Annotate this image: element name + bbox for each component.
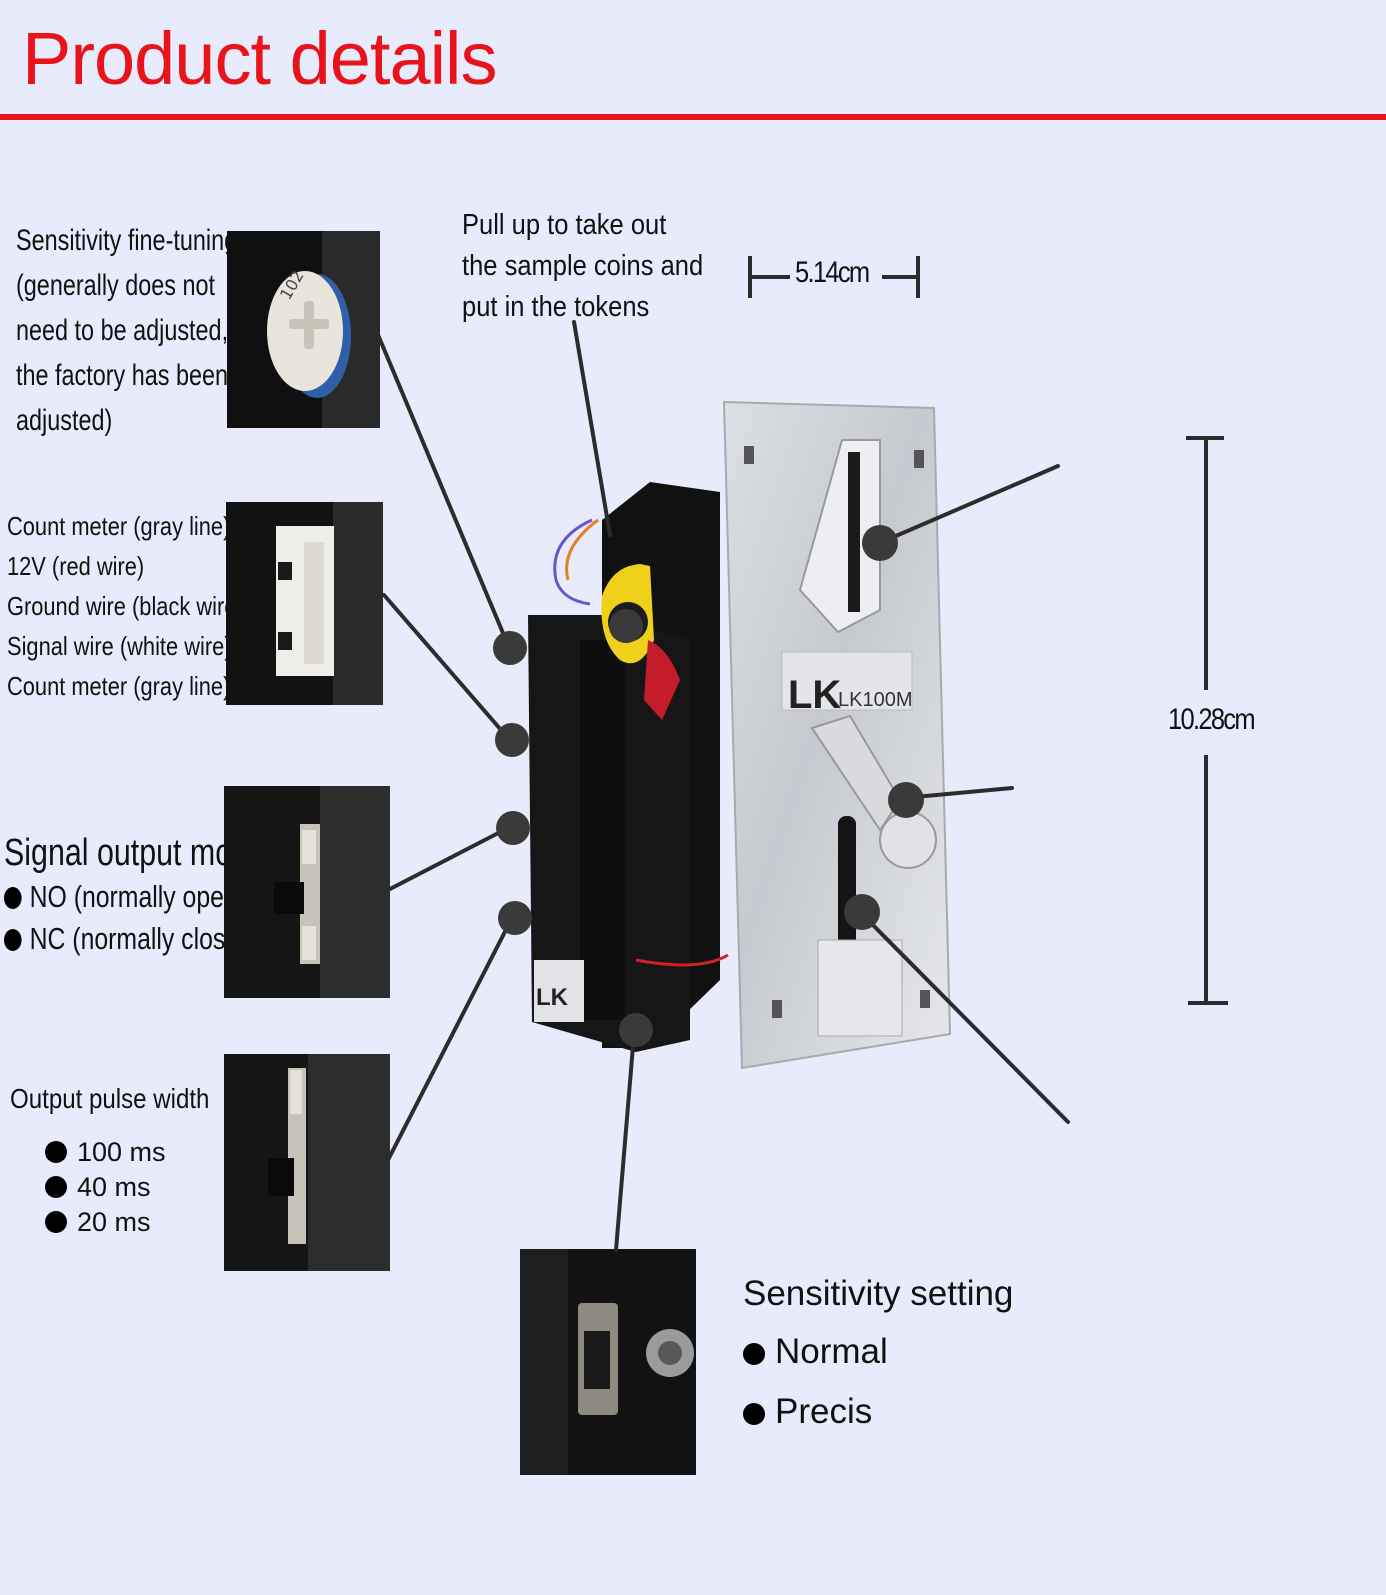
connector-illustration <box>226 502 383 705</box>
width-dimension-label: 5.14cm <box>795 256 870 289</box>
callout-dot-wiring <box>495 723 529 757</box>
callout-dot-sensitivity <box>619 1013 653 1047</box>
height-dimension-label: 10.28cm <box>1168 703 1256 736</box>
signal-switch-photo <box>224 786 390 998</box>
sensitivity-option-normal: Normal <box>743 1330 1013 1374</box>
pulse-option-100: 100 ms <box>45 1135 166 1170</box>
leader-line-signal <box>386 826 510 892</box>
pull-up-line-2: the sample coins and <box>462 250 704 282</box>
sensitivity-setting-heading: Sensitivity setting <box>743 1274 1014 1313</box>
sensitivity-setting-text: Sensitivity setting Normal Precis <box>743 1272 1013 1434</box>
sensitivity-option-precis: Precis <box>743 1390 1013 1434</box>
wiring-line-2: 12V (red wire) <box>7 551 145 581</box>
wiring-line-5: Count meter (gray line) <box>7 671 231 701</box>
pull-up-line-1: Pull up to take out <box>462 209 667 241</box>
callout-dot-pulse <box>498 901 532 935</box>
faceplate-brand: LK <box>788 673 841 717</box>
pulse-width-heading: Output pulse width <box>10 1083 210 1114</box>
height-dimension-marker <box>1186 436 1228 1005</box>
wiring-line-3: Ground wire (black wire) <box>7 591 244 621</box>
wiring-line-4: Signal wire (white wire) <box>7 631 232 661</box>
potentiometer-photo: 102 <box>227 231 380 428</box>
pulse-width-options: 100 ms 40 ms 20 ms <box>45 1135 166 1240</box>
sensitivity-tuning-text: Sensitivity fine-tuning (generally does … <box>16 218 237 443</box>
signal-output-option-no: NO (normally open) <box>4 876 266 918</box>
pulse-option-20: 20 ms <box>45 1205 166 1240</box>
leader-line-wiring <box>382 593 510 740</box>
potentiometer-illustration: 102 <box>227 231 380 428</box>
signal-output-heading: Signal output mode <box>4 832 266 874</box>
sensitivity-switch-photo <box>520 1249 696 1475</box>
leader-line-coin-slot <box>880 464 1060 544</box>
pulse-option-40: 40 ms <box>45 1170 166 1205</box>
leader-line-pulse <box>386 916 514 1162</box>
leader-line-tuning <box>374 328 510 647</box>
page-title: Product details <box>22 17 497 100</box>
wiring-line-1: Count meter (gray line) <box>7 511 231 541</box>
leader-line-pull-up <box>572 320 612 537</box>
tuning-line-1: Sensitivity fine-tuning <box>16 224 238 257</box>
tuning-line-3: need to be adjusted, <box>16 314 229 347</box>
wiring-text: Count meter (gray line) 12V (red wire) G… <box>7 506 244 706</box>
faceplate-model: LK100M <box>838 689 913 711</box>
width-dimension-marker <box>748 256 920 298</box>
leader-line-sensitivity <box>614 1032 636 1252</box>
sensitivity-switch-illustration <box>520 1249 696 1475</box>
pull-up-text: Pull up to take out the sample coins and… <box>462 205 703 328</box>
signal-switch-illustration <box>224 786 390 998</box>
pull-up-line-3: put in the tokens <box>462 291 650 323</box>
tuning-line-4: the factory has been <box>16 359 229 392</box>
callout-dot-coin-slot <box>862 525 898 561</box>
callout-dot-lever <box>609 609 643 643</box>
signal-output-text: Signal output mode NO (normally open) NC… <box>4 830 266 960</box>
tuning-line-5: adjusted) <box>16 404 113 437</box>
callout-dot-tuning <box>493 631 527 665</box>
signal-output-option-nc: NC (normally closed) <box>4 918 266 960</box>
title-underline <box>0 114 1386 120</box>
connector-photo <box>226 502 383 705</box>
callout-dot-return-lever <box>888 782 924 818</box>
callout-dot-signal <box>496 811 530 845</box>
pulse-switch-illustration <box>224 1054 390 1271</box>
callout-dot-return-slot <box>844 894 880 930</box>
pulse-switch-photo <box>224 1054 390 1271</box>
leader-line-return-slot <box>860 912 1070 1124</box>
body-label-brand: LK <box>536 984 569 1011</box>
tuning-line-2: (generally does not <box>16 269 216 302</box>
